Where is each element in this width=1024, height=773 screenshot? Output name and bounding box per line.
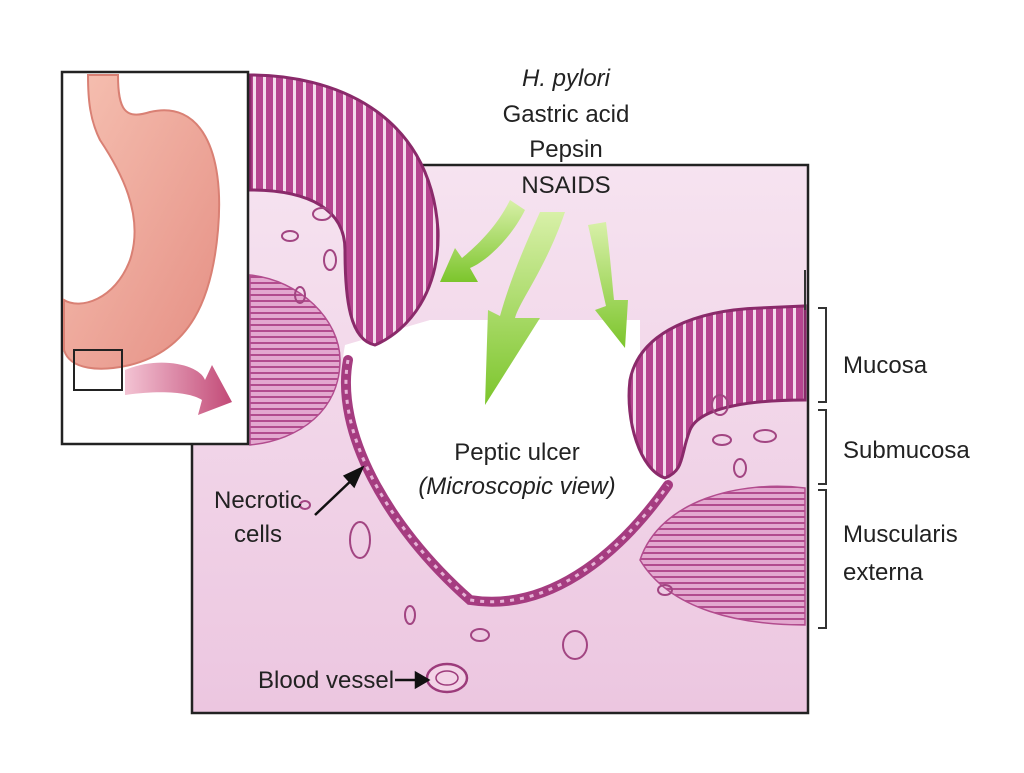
left-muscle-layer bbox=[249, 274, 341, 446]
necrotic-pointer-head bbox=[342, 465, 365, 489]
cause-arrows bbox=[440, 200, 628, 405]
zoom-pointer-arrow bbox=[125, 362, 232, 415]
cause-gastric-acid: Gastric acid bbox=[503, 101, 630, 128]
blood-vessel bbox=[425, 662, 469, 694]
necrotic-pointer-line bbox=[314, 475, 357, 516]
cause-nsaids: NSAIDS bbox=[521, 172, 610, 199]
layer-muscularis-label-1: Muscularis bbox=[843, 521, 958, 548]
right-mucosa-fold bbox=[627, 304, 807, 480]
inset-selection-box bbox=[73, 349, 123, 391]
necrotic-label-line2: cells bbox=[234, 521, 282, 548]
cause-pepsin: Pepsin bbox=[529, 136, 602, 163]
green-arrow-left bbox=[440, 200, 525, 282]
layer-muscularis-label-2: externa bbox=[843, 559, 924, 586]
ulcer-subtitle: (Microscopic view) bbox=[418, 473, 615, 500]
vessel-pointer-head bbox=[414, 670, 431, 690]
muscularis-bracket bbox=[818, 489, 827, 629]
stomach-illustration bbox=[63, 74, 221, 370]
left-mucosa-fold bbox=[248, 73, 440, 347]
label-pointers bbox=[314, 465, 431, 690]
green-arrow-center bbox=[485, 212, 565, 405]
lining-texture bbox=[344, 359, 670, 604]
blood-vessel-lumen bbox=[435, 670, 459, 686]
green-arrow-right bbox=[588, 222, 628, 348]
submucosa-bracket bbox=[818, 409, 827, 485]
tissue-section bbox=[190, 73, 810, 715]
layer-brackets bbox=[804, 270, 827, 629]
right-muscle-layer bbox=[639, 485, 806, 626]
tissue-cells bbox=[281, 207, 777, 660]
layer-mucosa-label: Mucosa bbox=[843, 352, 928, 379]
ulcer-crater bbox=[342, 320, 668, 600]
cause-h-pylori: H. pylori bbox=[522, 65, 611, 92]
mucosa-bracket bbox=[818, 307, 827, 403]
layer-submucosa-label: Submucosa bbox=[843, 437, 970, 464]
ulcer-title: Peptic ulcer bbox=[454, 439, 579, 466]
necrotic-label-line1: Necrotic bbox=[214, 487, 302, 514]
blood-vessel-label: Blood vessel bbox=[258, 667, 394, 694]
